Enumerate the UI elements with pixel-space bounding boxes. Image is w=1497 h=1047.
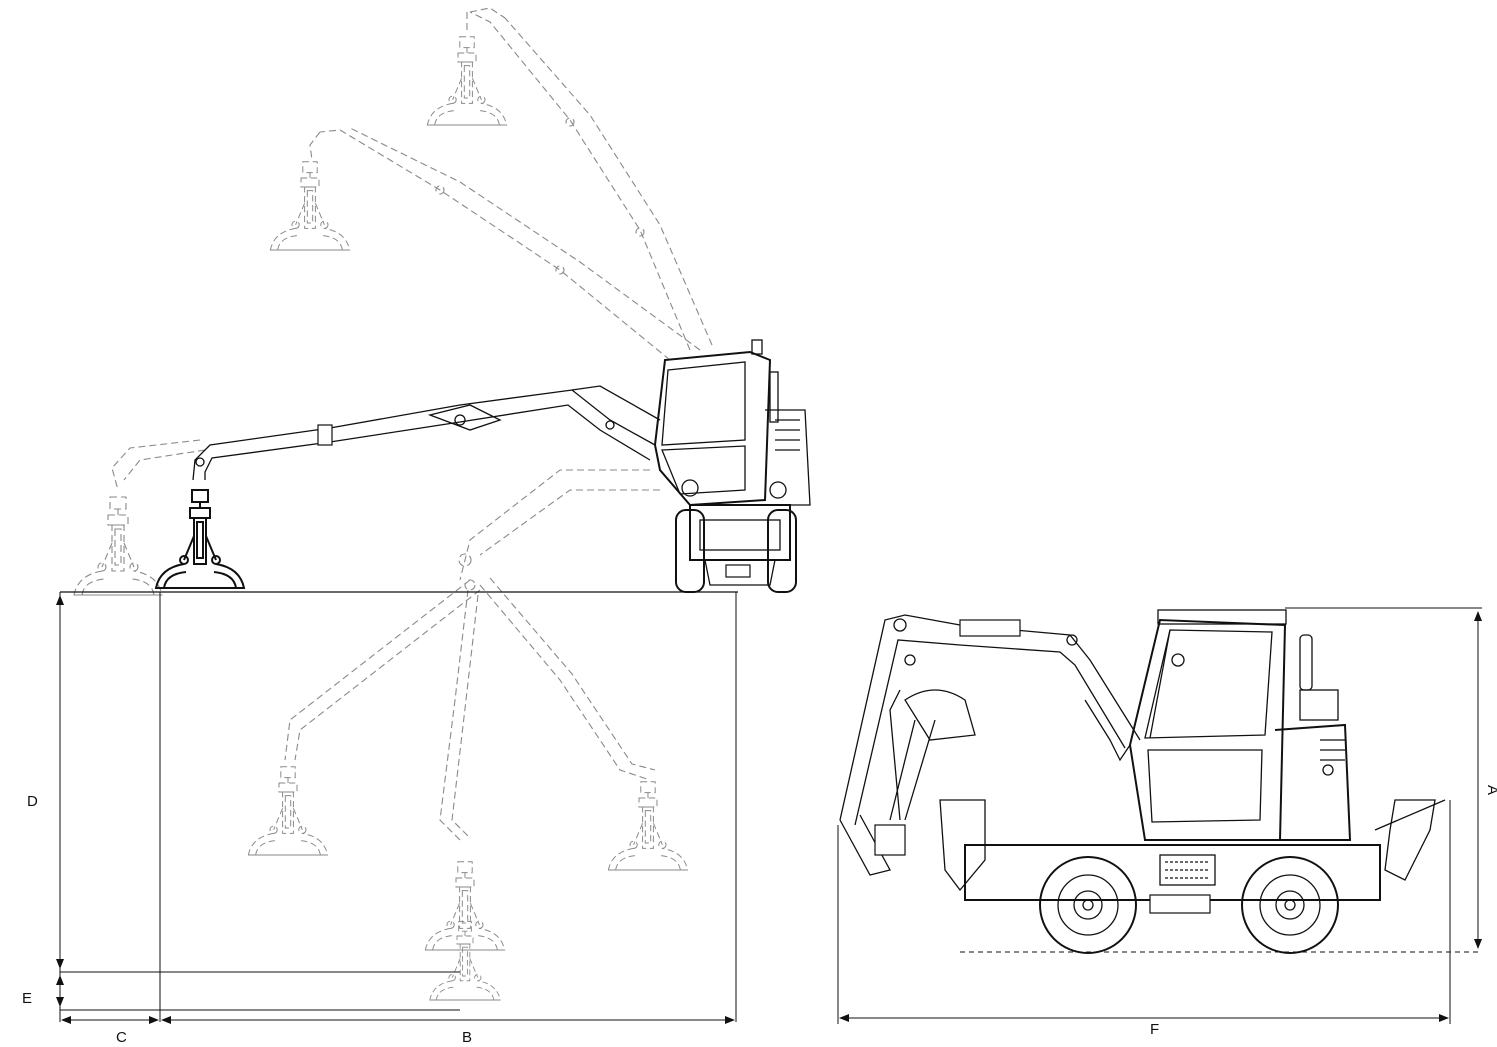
- right-dimension-lines: [837, 607, 1482, 1024]
- boom-lowered-ghosts: [247, 469, 689, 1001]
- dimension-label-b: B: [462, 1029, 472, 1046]
- main-boom: [192, 385, 661, 481]
- dimension-label-c: C: [116, 1029, 127, 1046]
- front-wheel: [1039, 856, 1137, 954]
- boom-raised-ghosts: [269, 7, 713, 361]
- boom-extended-ghost: [73, 439, 206, 596]
- rear-wheel: [1241, 856, 1339, 954]
- dimension-label-f: F: [1150, 1021, 1159, 1038]
- left-dimension-lines: [56, 592, 737, 1024]
- right-machine-chassis: [939, 799, 1446, 914]
- left-machine-body: [653, 339, 811, 593]
- left-machine-side-view: [60, 7, 811, 1001]
- grapple-main: [155, 489, 245, 589]
- dimension-label-d: D: [27, 793, 38, 810]
- right-machine-transport-view: [839, 609, 1480, 954]
- folded-boom: [839, 614, 1141, 876]
- dimension-label-e: E: [22, 990, 32, 1007]
- dimension-label-a: A: [1484, 785, 1497, 795]
- right-machine-cab: [1128, 609, 1352, 841]
